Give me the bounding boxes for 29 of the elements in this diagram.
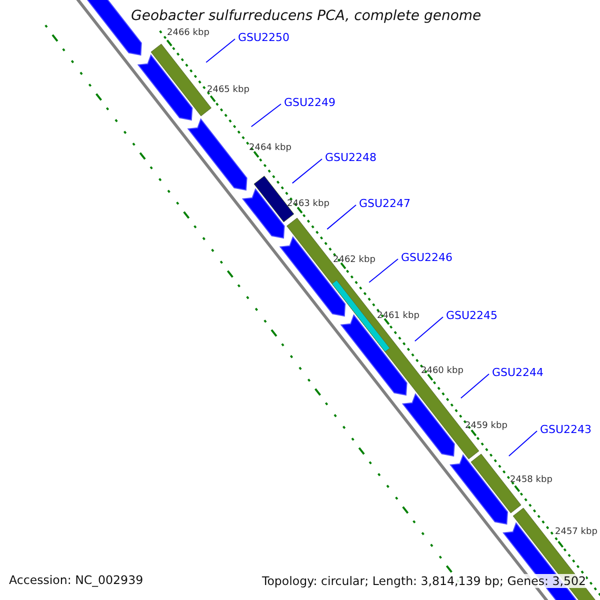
- tick-label: 2457 kbp: [555, 527, 598, 538]
- gene-label: GSU2248: [325, 151, 377, 164]
- leader-line: [250, 104, 282, 128]
- tick-label: 2461 kbp: [377, 311, 420, 322]
- tick-label: 2459 kbp: [465, 421, 508, 432]
- leader-line: [292, 158, 322, 184]
- leader-line: [414, 316, 444, 342]
- gene-label: GSU2244: [492, 366, 544, 380]
- tick-label: 2464 kbp: [249, 143, 292, 154]
- leader-line: [326, 204, 356, 230]
- leader-line: [460, 374, 490, 399]
- tick-label: 2466 kbp: [167, 28, 210, 39]
- gene-label: GSU2249: [284, 96, 336, 110]
- tick-label: 2462 kbp: [333, 255, 376, 266]
- accession-label: Accession: NC_002939: [9, 573, 144, 588]
- gene-label: GSU2247: [359, 197, 411, 210]
- gene-label: GSU2250: [238, 31, 290, 44]
- leader-line: [368, 258, 398, 283]
- leader-line: [206, 38, 236, 63]
- tick-label: 2460 kbp: [421, 366, 464, 377]
- gene-label: GSU2246: [401, 251, 453, 264]
- tick-label: 2463 kbp: [287, 199, 330, 210]
- gene-label: GSU2245: [446, 309, 498, 322]
- genome-stats: Topology: circular; Length: 3,814,139 bp; Genes: 3,502: [262, 574, 586, 588]
- gene-label: GSU2243: [540, 423, 592, 436]
- tick-label: 2458 kbp: [510, 475, 552, 486]
- tick-label: 2465 kbp: [207, 85, 250, 96]
- genome-title: Geobacter sulfurreducens PCA, complete genome: [131, 8, 482, 25]
- leader-line: [508, 430, 538, 456]
